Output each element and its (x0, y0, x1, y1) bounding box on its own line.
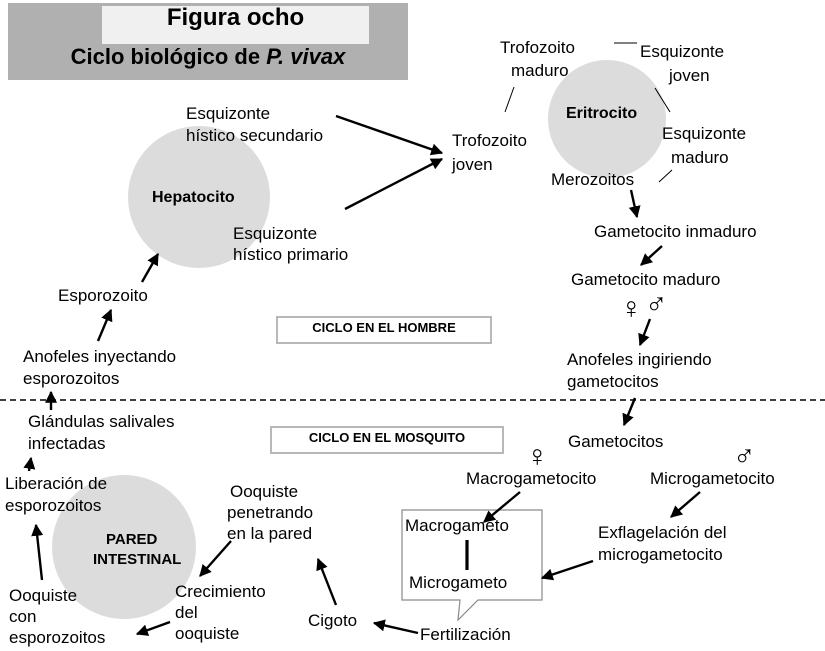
stage-label: penetrando (227, 503, 314, 522)
arrow (335, 114, 444, 156)
male-symbol: ♂ (645, 288, 668, 321)
stage-label: Macrogameto (405, 516, 509, 535)
stage-label: Microgametocito (650, 469, 775, 488)
stage-label: joven (669, 66, 710, 85)
stage-label: infectadas (28, 434, 106, 453)
stage-label: ooquiste (175, 624, 240, 643)
stage-label: Microgameto (409, 573, 508, 592)
stage-label: Merozoitos (551, 170, 635, 189)
female-symbol: ♀ (620, 292, 643, 325)
title-highlight (102, 6, 369, 44)
stage-label: esporozoitos (9, 628, 106, 647)
stage-label: Ooquiste (230, 482, 299, 501)
stage-label: Liberación de (5, 474, 108, 493)
arrow (23, 456, 36, 472)
stage-label: Cigoto (308, 611, 358, 630)
stage-label: esporozoitos (5, 496, 102, 515)
stage-label: gametocitos (567, 372, 659, 391)
section-mosquito-cycle: CICLO EN EL MOSQUITO (270, 426, 504, 454)
arrow (670, 491, 701, 518)
arrow (622, 397, 637, 427)
stage-label: Gametocito inmaduro (594, 222, 757, 241)
arrow (199, 540, 232, 577)
stage-label: Anofeles ingiriendo (567, 350, 712, 369)
intestinal-wall-cell (52, 475, 196, 619)
stage-label: del (175, 603, 198, 622)
stage-label: Glándulas salivales (28, 412, 175, 431)
hepatocyte-label: Hepatocito (152, 189, 235, 206)
stage-label: esporozoitos (23, 369, 120, 388)
stage-label: Gametocito maduro (571, 270, 721, 289)
stage-label: hístico secundario (186, 126, 324, 145)
stage-label: Esquizonte (662, 124, 747, 143)
arrow (628, 189, 641, 219)
section-human-cycle: CICLO EN EL HOMBRE (276, 316, 492, 344)
arrow (316, 557, 338, 606)
female-symbol: ♀ (526, 440, 549, 473)
arrow (540, 559, 594, 581)
stage-label: Esporozoito (58, 286, 148, 305)
intestinal-wall-label-1: PARED (106, 531, 158, 548)
arrow (638, 318, 652, 347)
stage-label: microgametocito (598, 545, 723, 564)
subtitle-prefix: Ciclo biológico de (70, 44, 267, 69)
stage-label: Esquizonte (640, 42, 725, 61)
arrow (372, 619, 419, 635)
erythrocyte-cell (548, 60, 666, 178)
stage-label: Macrogametocito (466, 469, 597, 488)
arrow (140, 252, 160, 283)
male-symbol: ♂ (733, 440, 756, 473)
stage-label: Fertilización (420, 625, 511, 644)
arrow (96, 308, 113, 342)
stage-label: maduro (511, 61, 569, 80)
stage-label: Trofozoito (452, 131, 527, 150)
figure-title: Figura ocho (166, 4, 305, 31)
subtitle-species: P. vivax (266, 44, 346, 69)
connector-line (504, 86, 515, 113)
arrow (640, 245, 663, 266)
stage-label: Gametocitos (568, 432, 664, 451)
stage-label: Crecimiento (175, 582, 266, 601)
stage-label: Trofozoito (500, 38, 575, 57)
figure-subtitle: Ciclo biológico de P. vivax (8, 44, 408, 70)
hepatocyte-cell (128, 126, 270, 268)
stage-label: con (9, 607, 37, 626)
arrow (31, 523, 44, 581)
arrow (344, 157, 444, 211)
stage-label: en la pared (227, 524, 313, 543)
stage-label: maduro (671, 148, 729, 167)
erythrocyte-label: Eritrocito (566, 105, 638, 122)
stage-label: Exflagelación del (598, 523, 727, 542)
stage-label: Ooquiste (9, 586, 78, 605)
connector-line (654, 87, 671, 113)
arrow (483, 491, 521, 523)
stage-label: Anofeles inyectando (23, 347, 177, 366)
stage-label: hístico primario (233, 245, 349, 264)
stage-label: Esquizonte (233, 224, 318, 243)
stage-label: Esquizonte (186, 104, 271, 123)
connector-line (658, 169, 673, 183)
stage-label: joven (452, 155, 493, 174)
arrow (135, 620, 171, 636)
intestinal-wall-label-2: INTESTINAL (93, 551, 182, 568)
